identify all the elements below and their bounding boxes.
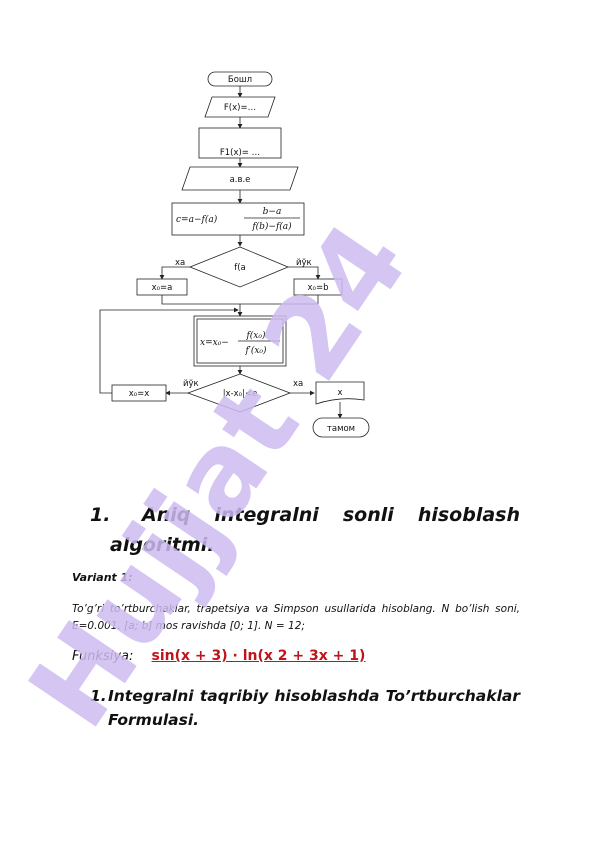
assign-a-label: x₀=a: [152, 283, 173, 293]
fx-label: F(x)=…: [224, 103, 256, 113]
heading-word: Aniq: [142, 504, 191, 526]
decision-convergence: |x-x₀|<e: [186, 373, 292, 413]
subheading-word: To’rtburchaklar: [385, 687, 520, 705]
formula-x-denominator: f′(x₀): [244, 345, 267, 356]
function-formula: sin(x + 3) · ln(x 2 + 3x + 1): [151, 648, 366, 664]
f1x-label: F1(x)= …: [220, 148, 260, 158]
subheading-number: 1.: [90, 687, 107, 705]
heading-word: hisoblash: [417, 504, 520, 526]
heading-word: sonli: [342, 504, 394, 526]
assign-x-label: x₀=x: [129, 389, 150, 399]
compute-c-block: c=a−f(a) b−a f(b)−f(a): [171, 202, 305, 236]
formula-c-numerator: b−a: [263, 207, 282, 217]
decision2-no: йўк: [183, 379, 199, 389]
subsection-heading: 1. Integralni taqribiy hisoblashda To’rt…: [90, 684, 520, 732]
input-abe-block: a.в.e: [181, 166, 299, 191]
start-label: Бошл: [228, 75, 252, 85]
formula-x: x=x₀−: [200, 338, 229, 348]
decision1-no: йўк: [296, 258, 312, 268]
assign-b-label: x₀=b: [308, 283, 329, 293]
input-label: a.в.e: [230, 175, 251, 185]
subheading-line2: Formulasi.: [108, 711, 200, 729]
heading-number: 1.: [90, 504, 111, 526]
decision1-label: f(a: [234, 263, 246, 273]
variant-label: Variant 1:: [72, 571, 133, 584]
algorithm-flowchart: Бошл F(x)=… F1(x)= … a.в.e c=a−f(a) b−a …: [99, 71, 370, 438]
subheading-word: taqribiy: [199, 687, 269, 705]
end-terminal: тамом: [312, 417, 370, 438]
task-description: To’g’ri to’rtburchaklar, trapetsiya va S…: [72, 603, 520, 632]
function-label: Funksiya:: [72, 649, 134, 664]
heading-word: integralni: [214, 504, 319, 526]
decision2-yes: xa: [293, 379, 303, 389]
assign-x-block: x₀=x: [111, 384, 167, 402]
output-block: x: [315, 381, 365, 405]
assign-b-block: x₀=b: [293, 278, 343, 296]
decision1-yes: xa: [175, 258, 185, 268]
fx-input-block: F(x)=…: [204, 96, 276, 118]
end-label: тамом: [327, 424, 355, 434]
subheading-word: Integralni: [108, 687, 194, 705]
formula-c: c=a−f(a): [176, 214, 218, 225]
compute-x-block: x=x₀− f(x₀) f′(x₀): [193, 315, 287, 367]
function-line: Funksiya: sin(x + 3) · ln(x 2 + 3x + 1): [72, 648, 365, 664]
f1x-process-block: F1(x)= …: [198, 127, 282, 159]
subheading-word: hisoblashda: [274, 687, 380, 705]
output-label: x: [337, 388, 342, 398]
start-terminal: Бошл: [207, 71, 273, 87]
section-heading: 1. Aniq integralni sonli hisoblash algor…: [90, 500, 520, 560]
formula-x-numerator: f(x₀): [245, 330, 266, 341]
decision-fa: f(a: [188, 246, 290, 288]
decision2-label: |x-x₀|<e: [223, 389, 258, 399]
heading-line2: algoritmi.: [110, 534, 215, 556]
assign-a-block: x₀=a: [136, 278, 188, 296]
formula-c-denominator: f(b)−f(a): [251, 221, 292, 232]
